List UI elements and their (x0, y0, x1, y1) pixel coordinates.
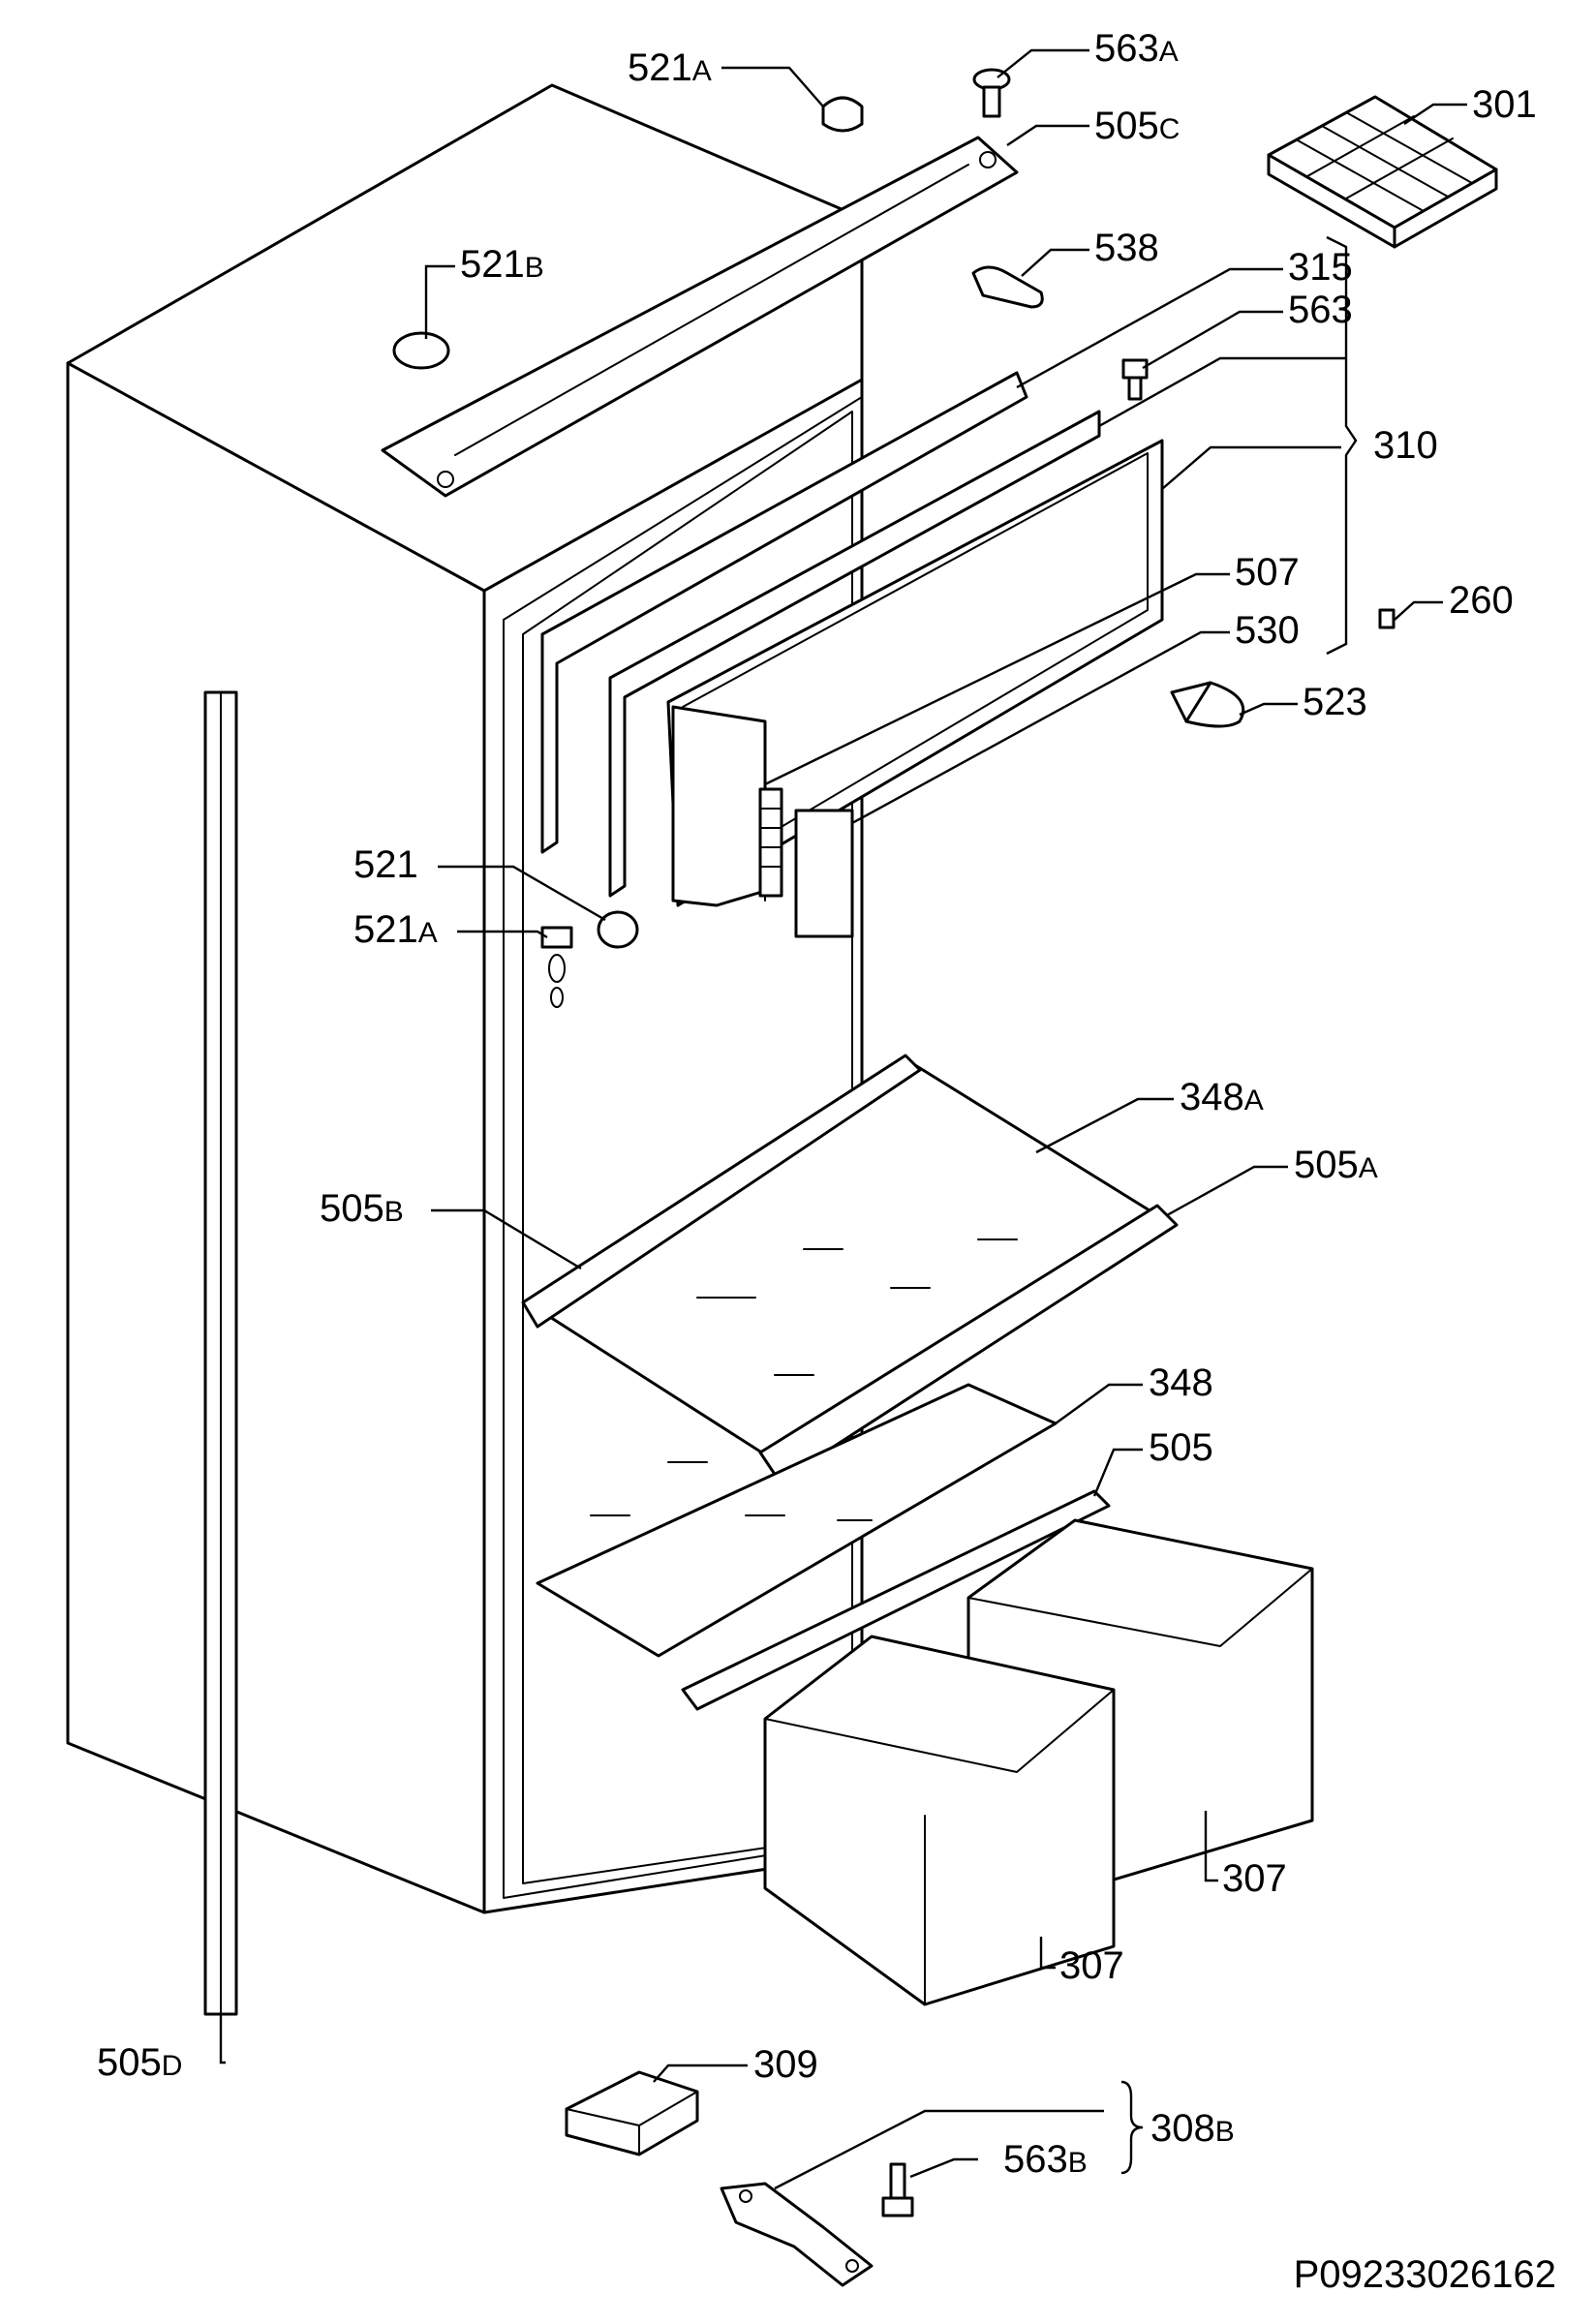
spring-530 (758, 787, 783, 898)
callout-505b: 505B (320, 1187, 404, 1230)
callout-309: 309 (753, 2043, 818, 2086)
callout-521b: 521B (460, 243, 544, 286)
leader-lines (219, 48, 1467, 2190)
callout-348: 348 (1149, 1361, 1213, 1404)
callout-521: 521 (353, 843, 418, 886)
cabinet-body (66, 83, 864, 1914)
door-strip-505d (203, 690, 238, 2016)
callout-521a-top: 521A (628, 46, 712, 89)
glass-shelf-348a (521, 1054, 1179, 1483)
plug-521 (597, 910, 639, 949)
callout-563: 563 (1288, 289, 1353, 331)
callout-315: 315 (1288, 246, 1353, 289)
callout-301: 301 (1472, 83, 1537, 126)
hinge-308b (720, 2182, 874, 2287)
callout-307-left: 307 (1059, 1944, 1124, 1987)
handle-507 (671, 705, 854, 938)
callout-523: 523 (1303, 681, 1367, 723)
callout-307-right: 307 (1222, 1857, 1287, 1900)
box-309 (565, 2070, 699, 2156)
cap-521a-top (821, 96, 864, 133)
screw-563 (1121, 358, 1149, 401)
hinge-538 (971, 265, 1044, 309)
callout-260: 260 (1449, 579, 1514, 622)
freezer-frame-315 (540, 371, 1028, 854)
glass-shelf-348 (536, 1383, 1111, 1711)
callout-563a: 563A (1094, 27, 1179, 70)
latch-521a-mid (540, 926, 573, 1008)
callout-308b: 308B (1150, 2107, 1235, 2150)
document-id: P09233026162 (1293, 2253, 1556, 2296)
callout-507: 507 (1235, 551, 1300, 594)
callout-521a-mid: 521A (353, 908, 438, 951)
callout-310: 310 (1373, 424, 1438, 467)
screw-563b (881, 2162, 914, 2217)
ice-tray-301 (1267, 95, 1498, 249)
bracket-310 (1326, 235, 1358, 656)
callout-505d: 505D (97, 2041, 183, 2084)
top-rail-505c (381, 136, 1019, 498)
brace-308b (1120, 2080, 1144, 2175)
callout-505c: 505C (1094, 105, 1181, 147)
freezer-frame-gasket (608, 410, 1101, 898)
callout-538: 538 (1094, 227, 1159, 269)
screw-563a (972, 68, 1011, 118)
crisper-307-left (763, 1635, 1116, 2006)
callout-348a: 348A (1180, 1076, 1264, 1118)
clip-260 (1378, 608, 1396, 629)
callout-563b: 563B (1003, 2138, 1088, 2181)
thermostat-knob-523 (1170, 681, 1245, 728)
callout-505: 505 (1149, 1426, 1213, 1469)
cap-521b (392, 331, 450, 370)
callout-530: 530 (1235, 609, 1300, 652)
callout-505a: 505A (1294, 1144, 1378, 1186)
